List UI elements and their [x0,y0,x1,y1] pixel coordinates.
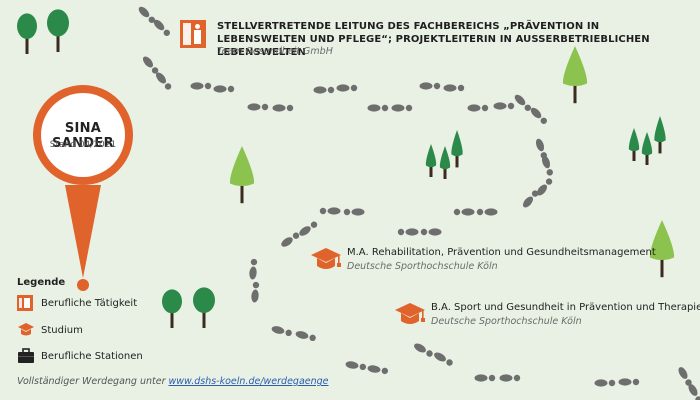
tree-icon [162,289,182,328]
location-pin [33,85,133,291]
footprint [281,232,300,247]
footprint [367,104,389,112]
tree-icon [439,146,451,179]
footprint [155,72,172,90]
tree-icon [229,146,255,204]
footprint [142,56,159,74]
werdegang-link[interactable]: www.dshs-koeln.de/werdegaenge [168,376,329,387]
graduation-cap-icon [395,303,425,324]
footprint [251,281,260,303]
job-organization: Team Gesundheit GmbH [217,46,333,57]
legend-item-job: Berufliche Tätigkeit [17,295,137,311]
footprint [434,352,453,366]
footprint [420,228,442,236]
footprint [618,378,640,386]
tree-icon [649,220,675,278]
footprint [414,343,433,357]
footer-text: Vollständiger Werdegang unter www.dshs-k… [17,376,329,387]
footprint [535,138,547,159]
footprint [493,102,515,110]
footprint [522,190,539,208]
legend-label: Berufliche Stationen [41,350,143,362]
legend-label: Berufliche Tätigkeit [41,297,138,309]
footprint [476,208,498,216]
tree-icon [628,128,640,161]
footprint [536,178,553,196]
education-title-ma: M.A. Rehabilitation, Prävention und Gesu… [347,247,656,258]
footprint [345,361,367,371]
graduation-cap-icon [311,248,341,269]
education-institution-ba: Deutsche Sporthochschule Köln [431,316,582,327]
legend-item-study: Studium [17,322,83,338]
footer-prefix: Vollständiger Werdegang unter [17,376,169,387]
briefcase-icon [18,348,34,363]
graduation-cap-icon [18,323,34,336]
education-title-ba: B.A. Sport und Gesundheit in Prävention … [431,302,700,313]
footprint [319,207,341,215]
stand-date: Stand 04/2021 [49,140,117,150]
footprint [343,208,365,216]
tree-icon [451,130,463,168]
footprint [271,326,292,337]
footprint [541,155,553,176]
footprint [499,374,521,382]
footprint [530,107,547,124]
footprint [443,84,465,92]
tree-icon [193,287,215,328]
footprint [514,94,531,111]
footprint [678,367,692,386]
footprint [249,258,258,280]
footprint [419,82,441,90]
footprint [467,104,489,112]
footprint [295,331,316,342]
footprint [272,104,294,112]
tree-icon [641,132,653,165]
tree-icon [425,144,437,177]
legend-heading: Legende [17,277,66,288]
footprint [453,208,475,216]
footprint [367,365,389,375]
footprint [299,221,318,236]
footprint [594,379,616,387]
footprint [213,85,235,93]
footprint [313,86,335,94]
footprint [153,19,170,36]
footprint [247,103,269,111]
legend-item-stations: Berufliche Stationen [17,348,143,364]
footprint [397,228,419,236]
footprint [138,6,155,23]
tree-icon [654,116,666,154]
person-name: SINA SANDER [52,121,114,151]
footprint [391,104,413,112]
door-person-icon [17,295,33,311]
door-person-icon [180,20,206,48]
footprint [190,82,212,90]
tree-icon [47,9,69,52]
footprint [474,374,496,382]
tree-icon [17,13,37,54]
footprint [336,84,358,92]
tree-icon [562,46,588,104]
job-title: STELLVERTRETENDE LEITUNG DES FACHBEREICH… [217,21,650,58]
legend-label: Studium [41,324,83,336]
education-institution-ma: Deutsche Sporthochschule Köln [347,261,498,272]
